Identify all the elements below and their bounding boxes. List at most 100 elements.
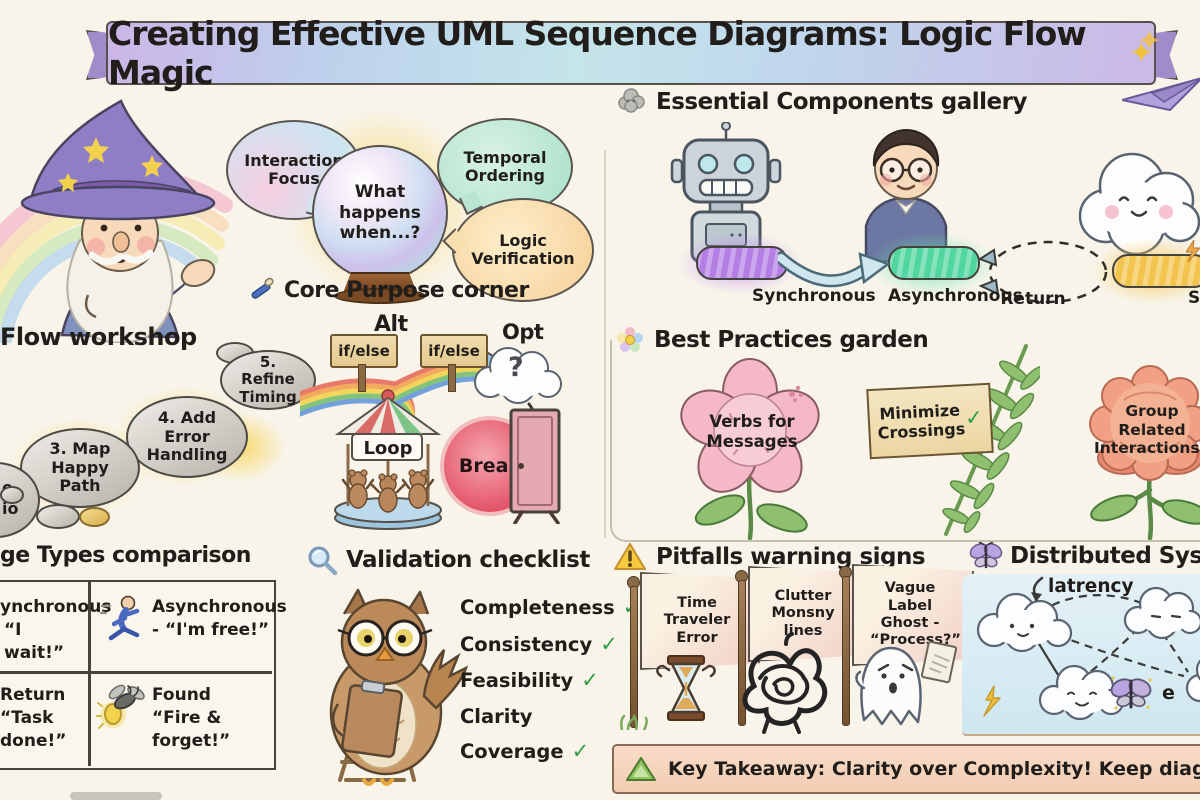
flag-label: Clutter Monsny lines — [771, 587, 835, 639]
cell-found: Found “Fire & forget!” — [152, 684, 292, 753]
alt-label: Alt — [374, 312, 408, 337]
paper-plane-icon — [1122, 77, 1200, 112]
flag-vague-label: Vague Label Ghost - “Process?” — [852, 564, 974, 666]
tangle-monster — [742, 632, 828, 734]
hourglass-character — [656, 655, 716, 721]
bubble-logic-verification: Logic Verification — [452, 198, 594, 302]
sync-arrow — [778, 251, 891, 288]
lightning-fragment — [1186, 240, 1200, 262]
flower-verbs — [680, 358, 820, 540]
check-mark: ✓ — [600, 632, 618, 656]
cell-line: “Task done!” — [0, 707, 67, 751]
sparkle-gold — [983, 685, 1001, 717]
return-pill — [1112, 254, 1200, 288]
cell-line: “I wait!” — [4, 619, 65, 663]
latency-arrow — [1031, 576, 1044, 602]
owl-illustration — [329, 588, 469, 786]
stone-step-4: 4. Add Error Handling — [126, 396, 248, 478]
warning-triangle-icon — [614, 543, 646, 570]
takeaway-text: Key Takeaway: Clarity over Complexity! K… — [668, 758, 1200, 780]
cell-synchronous: ynchronous “I wait!” — [0, 596, 112, 665]
sign-label: if/else — [428, 342, 480, 360]
cell-line: Found — [152, 685, 211, 705]
opt-cloud — [474, 347, 562, 404]
magnifier-icon — [308, 546, 338, 576]
check-mark: ✓ — [581, 668, 599, 692]
check-label: Feasibility — [460, 669, 574, 692]
check-label: Completeness — [460, 596, 615, 619]
return-dashed-arrow — [978, 240, 1108, 304]
bubble-label: Logic Verification — [471, 230, 575, 268]
flag-pole — [630, 586, 638, 728]
check-mark: ✓ — [964, 405, 984, 431]
pebble-gold — [79, 507, 110, 527]
section-divider — [604, 150, 606, 538]
core-purpose-heading: Core Purpose corner — [284, 277, 529, 303]
garden-panel — [610, 340, 1200, 542]
async-pill — [888, 246, 980, 280]
if-else-sign-right: if/else — [420, 334, 488, 368]
check-row-completeness: Completeness✓ — [460, 595, 640, 619]
edge-smudge — [70, 792, 162, 800]
cloud-actor — [1078, 152, 1200, 256]
cell-line: - “I'm free!” — [152, 619, 270, 640]
distributed-heading-row: Distributed Systems — [968, 541, 1200, 571]
check-label: Coverage — [460, 740, 564, 763]
minimize-crossings-sign: Minimize Crossings✓ — [866, 382, 994, 460]
sparkle-icon: ✦ — [1128, 35, 1154, 71]
gallery-heading: Essential Components gallery — [656, 89, 1028, 115]
loop-label: Loop — [363, 438, 413, 459]
network-cloud-partial — [1185, 659, 1200, 703]
label-synchronous: Synchronous — [752, 286, 876, 306]
label-asynchronous: Asynchronous — [888, 286, 1023, 306]
sign-label: Minimize Crossings — [877, 400, 966, 443]
check-row-feasibility: Feasibility ✓ — [460, 668, 599, 692]
garden-heading: Best Practices garden — [654, 327, 929, 353]
gray-puff-icon — [618, 88, 645, 113]
pebble — [0, 486, 24, 504]
check-row-clarity: Clarity — [460, 704, 541, 728]
flower-group-label: Group Related Interactions✿ — [1094, 402, 1200, 458]
wizard-rainbow-illustration — [0, 99, 233, 343]
flower-group — [1089, 365, 1200, 540]
stone-label: 4. Add Error Handling — [146, 408, 228, 465]
magic-wand-icon — [251, 277, 274, 299]
butterfly-small — [1110, 676, 1152, 710]
crystal-ball-text: What happens when...? — [339, 182, 421, 244]
gallery-heading-row: Essential Components gallery — [616, 88, 1028, 116]
check-mark: ✓ — [571, 739, 590, 763]
title-banner: Creating Effective UML Sequence Diagrams… — [106, 14, 1156, 92]
check-label: Consistency — [460, 633, 593, 656]
ghost-character — [855, 646, 922, 726]
validation-heading-row: Validation checklist — [306, 544, 590, 576]
crystal-ball: What happens when...? — [312, 145, 448, 281]
opt-question-mark: ? — [508, 352, 524, 383]
bubble-label: Interaction Focus — [244, 150, 344, 188]
network-cloud — [976, 592, 1073, 653]
loop-carousel — [334, 389, 442, 530]
break-label: Break — [458, 455, 522, 477]
network-cloud — [1123, 586, 1200, 640]
check-row-consistency: Consistency ✓ — [460, 632, 618, 656]
paper-note — [920, 640, 958, 684]
page-title: Creating Effective UML Sequence Diagrams… — [108, 14, 1087, 92]
cell-return: Return “Task done!” — [0, 684, 86, 753]
cell-line: “Fire & forget!” — [152, 707, 231, 751]
opt-label: Opt — [502, 320, 544, 344]
network-cloud — [1038, 664, 1125, 721]
sign-post — [448, 364, 456, 392]
runner-icon — [100, 595, 140, 641]
validation-heading: Validation checklist — [346, 547, 590, 573]
cell-line: ynchronous — [0, 597, 112, 617]
sync-pill — [696, 246, 788, 280]
grass-tuft — [620, 714, 648, 730]
sign-label: if/else — [338, 342, 390, 360]
bubble-label: Temporal Ordering — [463, 147, 547, 185]
label-return: Return — [1000, 289, 1066, 309]
check-row-coverage: Coverage ✓ — [460, 739, 589, 763]
pitfalls-heading: Pitfalls warning signs — [656, 544, 926, 570]
firefly-icon — [96, 684, 145, 729]
flower-icon — [617, 327, 643, 352]
flow-workshop-heading: Flow workshop — [0, 323, 197, 351]
